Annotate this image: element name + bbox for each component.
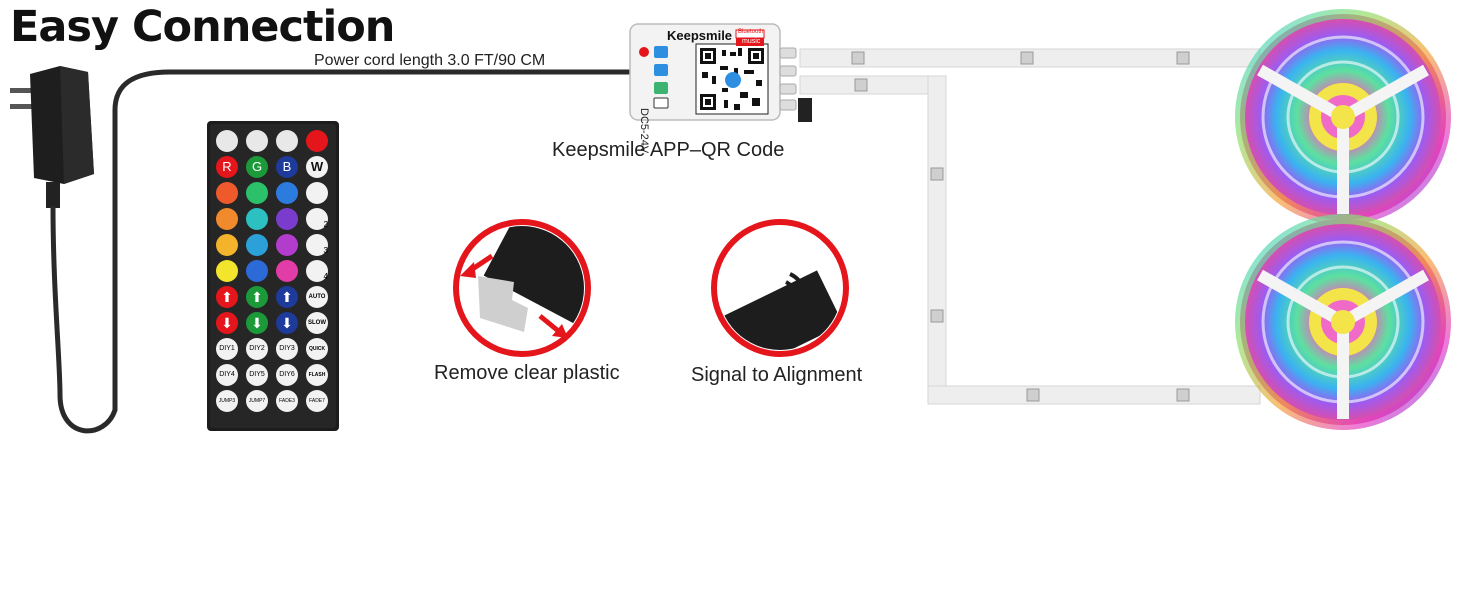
jump7-key: JUMP7	[246, 390, 268, 412]
red-up-icon: ⬆	[216, 286, 238, 308]
green-down-icon: ⬇	[246, 312, 268, 334]
power-adapter-icon	[10, 66, 94, 208]
music-key-4: 4	[306, 260, 328, 282]
red-down-icon: ⬇	[216, 312, 238, 334]
qr-code-label: Keepsmile APP–QR Code	[552, 139, 785, 161]
signal-waves-icon	[771, 272, 808, 311]
power-cord-label: Power cord length 3.0 FT/90 CM	[314, 52, 546, 69]
step-signal-alignment-caption: Signal to Alignment	[691, 364, 863, 386]
diy3-key: DIY3	[276, 338, 298, 360]
diy1-key: DIY1	[216, 338, 238, 360]
music-key-3: 3	[306, 234, 328, 256]
led-strip-reel-icon	[1235, 9, 1451, 225]
blue-down-icon: ⬇	[276, 312, 298, 334]
fade3-key: FADE3	[276, 390, 298, 412]
power-icon	[306, 130, 328, 152]
red-key: R	[216, 156, 238, 178]
diy5-key: DIY5	[246, 364, 268, 386]
led-strip-reel-icon	[1235, 214, 1451, 430]
white-key: W	[306, 156, 328, 178]
auto-key: AUTO	[306, 286, 328, 308]
green-key: G	[246, 156, 268, 178]
diy6-key: DIY6	[276, 364, 298, 386]
quick-key: QUICK	[306, 338, 328, 360]
controller-brand: Keepsmile	[667, 28, 733, 43]
remove-plastic-illustration	[453, 219, 591, 357]
diy2-key: DIY2	[246, 338, 268, 360]
slow-key: SLOW	[306, 312, 328, 334]
diy4-key: DIY4	[216, 364, 238, 386]
signal-alignment-illustration	[711, 219, 849, 357]
music-key-2: 2	[306, 208, 328, 230]
blue-key: B	[276, 156, 298, 178]
remote-buttons: R G B W 2 3 4 ⬆ ⬆ ⬆ AUTO ⬇ ⬇ ⬇ SLOW DIY1…	[214, 126, 334, 426]
controller-badge-top: Bluetooth	[738, 29, 764, 35]
power-cord	[50, 69, 640, 434]
play-pause-icon	[276, 130, 298, 152]
controller-box-icon	[629, 23, 812, 122]
led-strip-wiring	[799, 48, 1261, 405]
controller-badge-bottom: music	[742, 38, 761, 45]
page-title: Easy Connection	[10, 2, 395, 52]
green-up-icon: ⬆	[246, 286, 268, 308]
flash-key: FLASH	[306, 364, 328, 386]
led-chips	[851, 51, 1190, 402]
jump3-key: JUMP3	[216, 390, 238, 412]
music-key-icon	[306, 182, 328, 204]
fade7-key: FADE7	[306, 390, 328, 412]
brightness-down-icon	[216, 130, 238, 152]
brightness-up-icon	[246, 130, 268, 152]
step-remove-plastic-caption: Remove clear plastic	[434, 362, 620, 384]
blue-up-icon: ⬆	[276, 286, 298, 308]
